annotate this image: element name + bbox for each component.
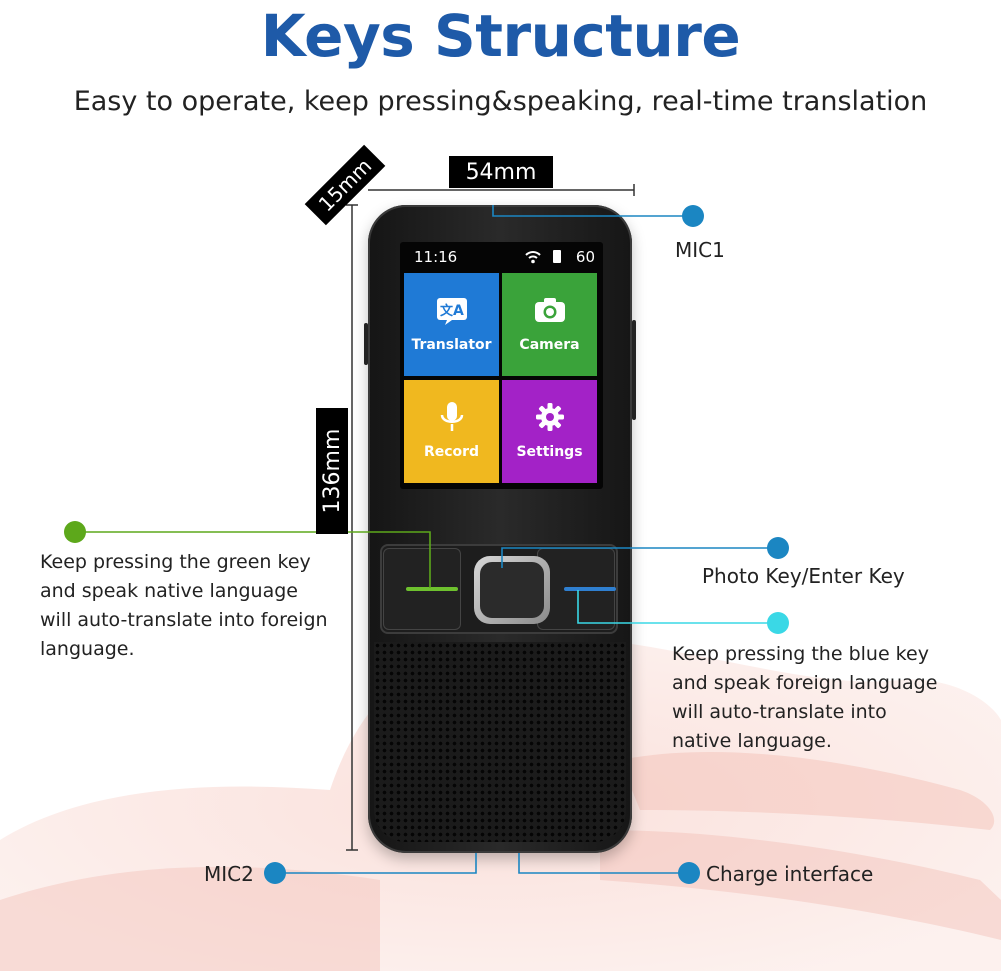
blue-key-description: Keep pressing the blue key and speak for… — [672, 640, 992, 756]
mic1-label: MIC1 — [675, 238, 725, 262]
height-dimension-tag: 136mm — [316, 408, 348, 534]
blue-key-text-line: will auto-translate into — [672, 701, 887, 723]
side-button-right — [632, 320, 636, 420]
tile-translator-label: Translator — [411, 337, 492, 353]
green-key-indicator — [406, 587, 458, 591]
svg-text:A: A — [453, 303, 464, 319]
green-key-text-line: language. — [40, 638, 135, 660]
green-key-text-line: Keep pressing the green key — [40, 551, 311, 573]
status-bar: 11:16 60 — [400, 248, 603, 270]
gear-icon — [536, 403, 564, 431]
photo-key-label: Photo Key/Enter Key — [702, 564, 905, 588]
device-screen: 11:16 60 文 A Translator — [400, 242, 603, 489]
photo-enter-key[interactable] — [474, 556, 550, 624]
mic2-callout-dot — [264, 862, 286, 884]
green-key-text-line: will auto-translate into foreign — [40, 609, 328, 631]
status-battery: 60 — [575, 248, 595, 266]
svg-text:文: 文 — [440, 303, 454, 319]
blue-key-text-line: native language. — [672, 730, 832, 752]
width-dimension-tag: 54mm — [449, 156, 553, 188]
green-key-callout-dot — [64, 521, 86, 543]
charge-callout-dot — [678, 862, 700, 884]
mic1-callout-dot — [682, 205, 704, 227]
blue-key-callout-dot — [767, 612, 789, 634]
battery-icon — [553, 250, 561, 263]
page-title: Keys Structure — [260, 2, 741, 70]
tile-camera-label: Camera — [519, 337, 580, 353]
microphone-icon — [440, 402, 464, 431]
speaker-grille — [374, 642, 626, 842]
blue-key-indicator — [564, 587, 616, 591]
blue-key-text-line: Keep pressing the blue key — [672, 643, 929, 665]
tile-settings[interactable]: Settings — [502, 380, 597, 483]
keypad — [380, 544, 618, 634]
mic2-label: MIC2 — [204, 862, 254, 886]
tile-camera[interactable]: Camera — [502, 273, 597, 376]
green-key-text-line: and speak native language — [40, 580, 298, 602]
page-subtitle: Easy to operate, keep pressing&speaking,… — [73, 86, 928, 117]
blue-key-text-line: and speak foreign language — [672, 672, 938, 694]
side-button-left — [364, 323, 368, 365]
tile-settings-label: Settings — [516, 444, 583, 460]
photo-key-callout-dot — [767, 537, 789, 559]
translate-icon: 文 A — [437, 298, 467, 325]
green-key-description: Keep pressing the green key and speak na… — [40, 548, 360, 664]
status-time: 11:16 — [414, 248, 458, 266]
tile-translator[interactable]: 文 A Translator — [404, 273, 499, 376]
tile-record-label: Record — [423, 444, 480, 460]
camera-icon — [535, 298, 565, 322]
translator-device: 11:16 60 文 A Translator — [364, 205, 636, 853]
tile-record[interactable]: Record — [404, 380, 499, 483]
charge-interface-label: Charge interface — [706, 862, 874, 886]
wifi-icon — [525, 251, 541, 264]
